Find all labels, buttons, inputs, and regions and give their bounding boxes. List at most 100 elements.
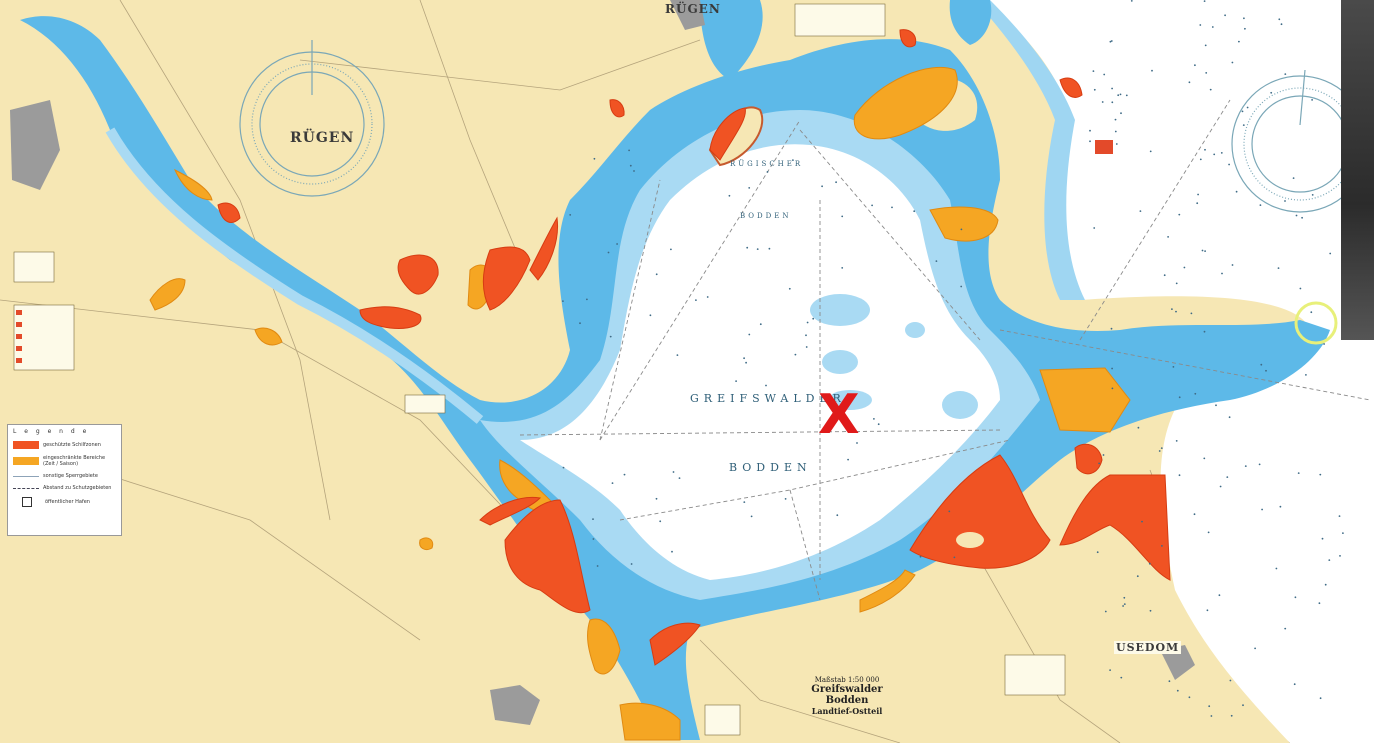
sounding-dot xyxy=(655,273,658,276)
sounding-dot xyxy=(835,181,837,184)
sounding-dot xyxy=(670,248,672,251)
sounding-dot xyxy=(1119,93,1122,96)
sounding-dot xyxy=(1230,714,1233,717)
sounding-dot xyxy=(784,498,787,500)
sounding-dot xyxy=(623,473,626,476)
sounding-dot xyxy=(1109,669,1111,671)
sounding-dot xyxy=(1260,363,1263,366)
place-label-usedom: USEDOM xyxy=(1114,641,1182,654)
sounding-dot xyxy=(1235,190,1238,193)
sounding-dot xyxy=(629,164,632,167)
sounding-dot xyxy=(913,210,916,213)
sounding-dot xyxy=(1109,40,1112,43)
channel-west xyxy=(105,127,484,424)
legend-label: öffentlicher Hafen xyxy=(45,499,90,505)
info-box-accents xyxy=(16,140,1113,363)
sounding-dot xyxy=(728,194,731,197)
sounding-dot xyxy=(1339,555,1341,557)
sounding-dot xyxy=(1120,112,1122,115)
sounding-dot xyxy=(1243,17,1245,20)
sounding-dot xyxy=(1123,596,1126,599)
legend-row: öffentlicher Hafen xyxy=(8,494,121,510)
sounding-dot xyxy=(655,497,658,500)
info-boxes xyxy=(13,3,1066,736)
sounding-dot xyxy=(1137,426,1140,429)
sounding-dot xyxy=(841,215,844,218)
sounding-dot xyxy=(1228,163,1230,166)
sounding-dot xyxy=(1328,559,1331,561)
sounding-dot xyxy=(1188,81,1191,84)
sounding-dot xyxy=(1167,236,1169,238)
sounding-dot xyxy=(1259,204,1262,207)
legend-line xyxy=(13,475,39,477)
sounding-dot xyxy=(1190,312,1193,315)
sounding-dot xyxy=(1220,152,1223,154)
sounding-dot xyxy=(735,380,737,382)
photo-edge-strip xyxy=(1341,0,1374,340)
sounding-dot xyxy=(847,458,849,461)
sounding-dot xyxy=(1188,696,1191,699)
inlet-northeast xyxy=(949,0,992,45)
soundings xyxy=(562,0,1344,717)
sounding-dot xyxy=(1136,575,1139,578)
sounding-dot xyxy=(1178,213,1181,216)
sounding-dot xyxy=(1203,330,1206,333)
sounding-dot xyxy=(596,565,599,567)
sounding-dot xyxy=(1228,416,1231,419)
sounding-dot xyxy=(592,538,595,540)
sounding-dot xyxy=(1197,193,1199,196)
sea-shallow-band xyxy=(975,0,1085,300)
sounding-dot xyxy=(1292,177,1295,180)
sounding-dot xyxy=(586,298,588,301)
sounding-dot xyxy=(836,514,839,517)
sounding-dot xyxy=(877,423,880,426)
sounding-dot xyxy=(1219,485,1222,488)
sounding-dot xyxy=(1125,94,1128,97)
sounding-dot xyxy=(672,471,675,473)
sounding-dot xyxy=(960,228,963,231)
sounding-dot xyxy=(1204,250,1206,253)
sounding-dot xyxy=(1139,210,1142,213)
sounding-dot xyxy=(1175,440,1178,442)
sounding-dot xyxy=(1096,551,1099,554)
sounding-dot xyxy=(1093,88,1096,91)
sounding-dot xyxy=(1168,680,1171,683)
sounding-dot xyxy=(1246,106,1249,109)
sounding-dot xyxy=(759,323,762,326)
sounding-dot xyxy=(1277,267,1280,269)
sounding-dot xyxy=(1110,327,1113,330)
sounding-dot xyxy=(1321,537,1324,540)
chart-subtitle: Landtief-Ostteil xyxy=(811,706,883,716)
sounding-dot xyxy=(1299,287,1302,290)
water-label-upper1: RÜGISCHER xyxy=(730,160,804,168)
sounding-dot xyxy=(792,159,794,162)
sounding-dot xyxy=(1160,447,1163,449)
sounding-dot xyxy=(630,563,633,565)
sounding-dot xyxy=(746,246,749,249)
sounding-dot xyxy=(1284,200,1286,202)
sounding-dot xyxy=(919,555,922,558)
sounding-dot xyxy=(706,296,709,298)
sounding-dot xyxy=(1196,202,1199,205)
harbor-icon xyxy=(22,497,32,507)
legend-row: Abstand zu Schutzgebieten xyxy=(8,482,121,494)
sounding-dot xyxy=(1151,69,1153,72)
sounding-dot xyxy=(1115,143,1118,145)
shoal xyxy=(822,350,858,374)
sounding-dot xyxy=(1209,88,1212,91)
sounding-dot xyxy=(1176,689,1179,692)
sounding-dot xyxy=(1194,392,1197,395)
sounding-dot xyxy=(1193,513,1196,516)
sounding-dot xyxy=(1284,627,1287,630)
sounding-dot xyxy=(788,287,791,290)
sounding-dot xyxy=(1231,264,1234,266)
sounding-dot xyxy=(766,171,769,173)
sounding-dot xyxy=(1231,61,1234,64)
sounding-dot xyxy=(1319,473,1322,476)
sounding-dot xyxy=(1175,282,1178,285)
inlet-north xyxy=(700,0,763,80)
chart-name: Greifswalder Bodden xyxy=(811,684,883,706)
highlight-circle xyxy=(1294,301,1338,345)
sounding-dot xyxy=(1329,252,1332,255)
sounding-dot xyxy=(1172,366,1175,368)
